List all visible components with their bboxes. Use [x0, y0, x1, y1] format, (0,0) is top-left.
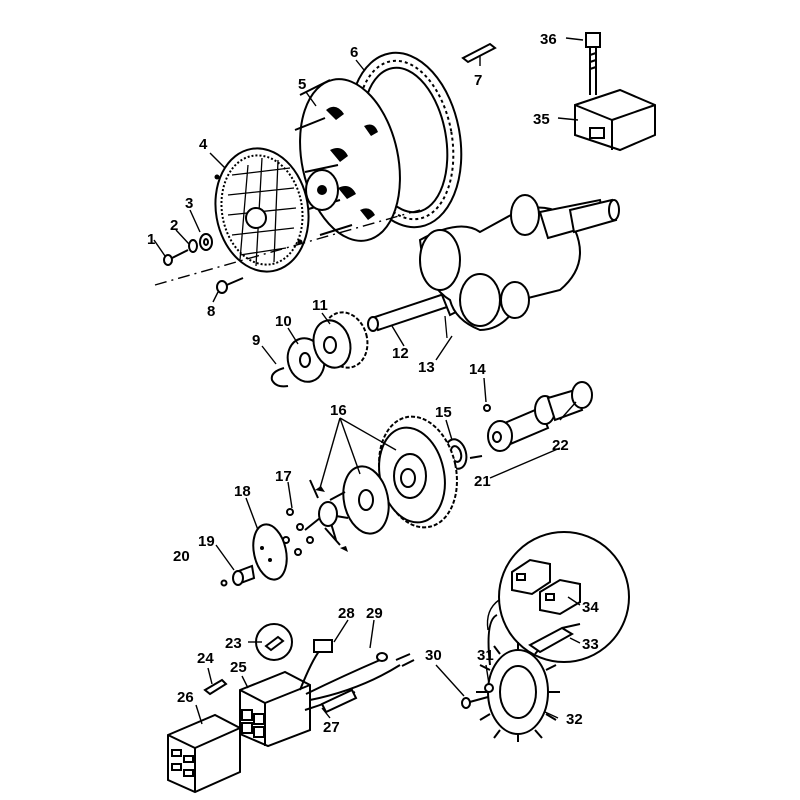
callout-28: 28	[338, 605, 355, 622]
screen-screw-8	[216, 277, 244, 294]
callout-35: 35	[533, 111, 550, 128]
terminal-24	[203, 678, 228, 696]
terminal-23	[255, 623, 293, 661]
governor-plate-18	[252, 523, 288, 581]
rectifier-35	[574, 88, 656, 152]
callout-19: 19	[198, 533, 215, 550]
fan-flywheel	[294, 78, 401, 242]
lock-washer-2	[188, 239, 198, 253]
connector-26	[167, 713, 241, 794]
terminal-33	[528, 623, 581, 654]
key-7	[461, 42, 497, 64]
callout-22: 22	[552, 437, 569, 454]
governor-weights	[304, 479, 349, 552]
governor-washer	[342, 465, 390, 535]
flywheel-washer-3	[199, 233, 213, 251]
pin-21	[469, 455, 483, 459]
callout-29: 29	[366, 605, 383, 622]
sleeve-19	[232, 564, 256, 586]
callout-17: 17	[275, 468, 292, 485]
callout-4: 4	[199, 136, 208, 153]
callout-34: 34	[582, 599, 599, 616]
callout-32: 32	[566, 711, 583, 728]
callout-9: 9	[252, 332, 260, 349]
callout-26: 26	[177, 689, 194, 706]
callout-30: 30	[425, 647, 442, 664]
terminal-cover-34	[511, 558, 581, 616]
wire-harness	[299, 639, 415, 714]
callouts: 1 2 3 4 5 6 7 8 9 10 11 12 13 14 15 16 1…	[147, 31, 599, 736]
callout-11: 11	[312, 297, 328, 314]
snap-ring-9	[270, 367, 289, 388]
callout-25: 25	[230, 659, 247, 676]
pin-20	[220, 579, 228, 587]
flywheel-axis-line	[154, 209, 421, 286]
callout-31: 31	[477, 647, 494, 664]
callout-33: 33	[582, 636, 599, 653]
callout-20: 20	[173, 548, 190, 565]
connector-25	[239, 670, 311, 748]
flywheel-bolt-1	[163, 249, 189, 266]
callout-3: 3	[185, 195, 193, 212]
crank-gear-11	[312, 311, 369, 369]
callout-16: 16	[330, 402, 347, 419]
screw-30	[461, 696, 489, 709]
callout-8: 8	[207, 303, 215, 320]
cam-gear	[378, 415, 458, 529]
callout-5: 5	[298, 76, 306, 93]
callout-7: 7	[474, 72, 482, 89]
callout-14: 14	[469, 361, 486, 378]
callout-23: 23	[225, 635, 242, 652]
balls-17	[282, 508, 314, 556]
callout-13: 13	[418, 359, 435, 376]
callout-12: 12	[392, 345, 409, 362]
clamp-31	[484, 683, 494, 693]
callout-36: 36	[540, 31, 557, 48]
callout-24: 24	[197, 650, 214, 667]
leader-lines	[153, 37, 584, 725]
callout-21: 21	[474, 473, 491, 490]
pin-14	[483, 404, 491, 412]
detail-circle	[486, 531, 630, 663]
callout-10: 10	[275, 313, 292, 330]
callout-1: 1	[147, 231, 155, 248]
flywheel-screen	[214, 147, 310, 273]
crankshaft	[367, 194, 620, 339]
callout-27: 27	[323, 719, 340, 736]
callout-6: 6	[350, 44, 358, 61]
bolt-36	[585, 32, 601, 95]
camshaft	[487, 381, 593, 452]
callout-18: 18	[234, 483, 251, 500]
callout-2: 2	[170, 217, 178, 234]
callout-15: 15	[435, 404, 452, 421]
